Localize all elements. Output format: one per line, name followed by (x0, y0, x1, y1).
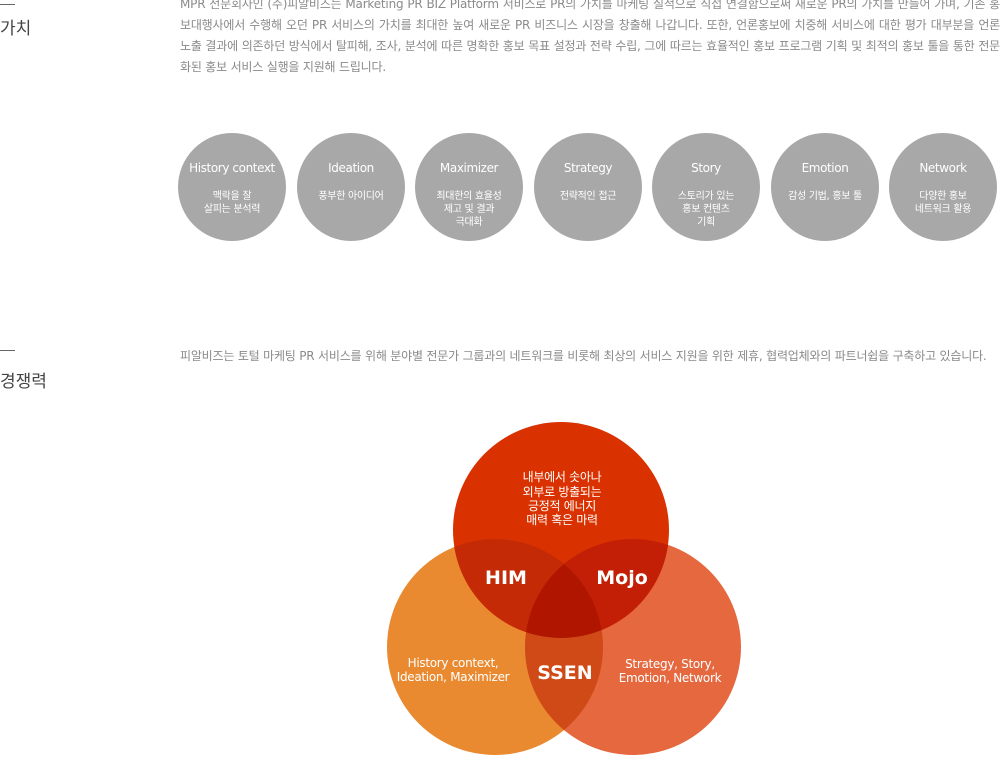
value-circle: Emotion 감성 기법, 홍보 툴 (771, 133, 879, 241)
value-circle-title: History context (189, 161, 275, 175)
venn-circle-right (525, 539, 741, 755)
value-circle: Ideation 풍부한 아이디어 (297, 133, 405, 241)
venn-label-mojo: Mojo (596, 567, 648, 589)
value-circle-title: Ideation (328, 161, 374, 175)
value-circle-title: Strategy (563, 161, 613, 175)
value-circle-desc: 풍부한 아이디어 (318, 191, 384, 202)
venn-top-text-line: 내부에서 솟아나 (523, 470, 602, 484)
venn-overlap-left-right (525, 539, 603, 755)
value-circle-desc: 감성 기법, 홍보 툴 (788, 191, 862, 202)
section-title-competitiveness: 경쟁력 (0, 372, 47, 392)
venn-overlap-top-right (525, 539, 669, 638)
section-divider (0, 4, 15, 5)
value-circle-title: Maximizer (439, 161, 499, 175)
venn-overlap-top-left (453, 539, 603, 638)
venn-right-text-line: Emotion, Network (619, 671, 722, 685)
venn-top-text-line: 긍정적 에너지 (528, 499, 596, 513)
value-paragraph: MPR 전문회사인 (주)피알비즈는 Marketing PR BIZ Plat… (180, 0, 1000, 74)
venn-label-ssen: SSEN (537, 662, 592, 684)
venn-left-text-line: Ideation, Maximizer (397, 670, 510, 684)
section-divider (0, 350, 15, 351)
value-circle-title: Network (919, 161, 967, 175)
venn-overlap-center (525, 539, 603, 638)
value-circle-title: Emotion (801, 161, 849, 175)
venn-left-text-line: History context, (408, 656, 499, 670)
competitiveness-paragraph: 피알비즈는 토털 마케팅 PR 서비스를 위해 분야별 전문가 그룹과의 네트워… (180, 349, 987, 363)
venn-top-text-line: 외부로 방출되는 (523, 485, 602, 499)
venn-right-text-line: Strategy, Story, (625, 657, 715, 671)
venn-label-him: HIM (485, 567, 527, 589)
value-circle-desc: 전략적인 접근 (559, 191, 617, 202)
value-circle-title: Story (691, 161, 721, 175)
venn-circle-top (453, 422, 669, 638)
value-circle: Strategy 전략적인 접근 (534, 133, 642, 241)
venn-circle-left (387, 539, 603, 755)
venn-top-text-line: 매력 혹은 마력 (526, 513, 597, 527)
section-title-value: 가치 (0, 19, 32, 39)
